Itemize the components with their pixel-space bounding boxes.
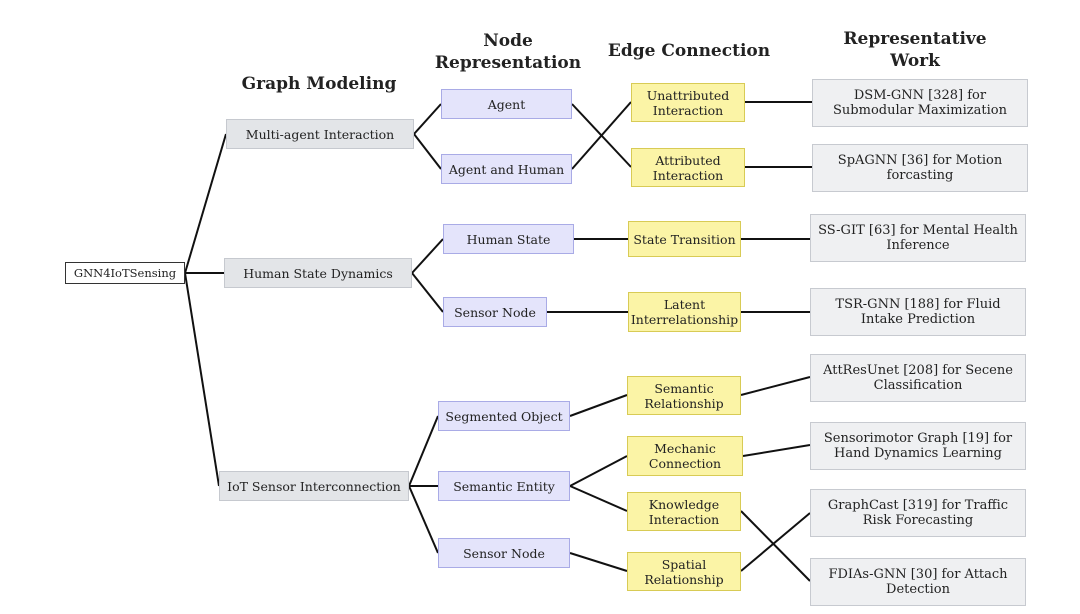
work-spagnn: SpAGNN [36] for Motion forcasting bbox=[812, 144, 1028, 192]
edge-unattributed-interaction: Unattributed Interaction bbox=[631, 83, 745, 122]
connector bbox=[184, 272, 220, 487]
connector bbox=[571, 101, 632, 170]
connector bbox=[408, 415, 439, 487]
connector bbox=[411, 272, 444, 313]
node-agent: Agent bbox=[441, 89, 572, 119]
connector bbox=[569, 485, 628, 512]
connector bbox=[740, 376, 811, 396]
connector bbox=[413, 133, 442, 170]
work-tsr-gnn: TSR-GNN [188] for Fluid Intake Predictio… bbox=[810, 288, 1026, 336]
node-semantic-entity: Semantic Entity bbox=[438, 471, 570, 501]
edge-spatial-relationship: Spatial Relationship bbox=[627, 552, 741, 591]
node-segmented-object: Segmented Object bbox=[438, 401, 570, 431]
graph-modeling-iot-sensor: IoT Sensor Interconnection bbox=[219, 471, 409, 501]
header-node-representation: Node Representation bbox=[434, 31, 582, 73]
node-sensor-node: Sensor Node bbox=[443, 297, 547, 327]
node-human-state: Human State bbox=[443, 224, 574, 254]
work-sensorimotor-graph: Sensorimotor Graph [19] for Hand Dynamic… bbox=[810, 422, 1026, 470]
graph-modeling-multi-agent: Multi-agent Interaction bbox=[226, 119, 414, 149]
connector bbox=[740, 510, 811, 582]
connector bbox=[742, 444, 811, 457]
header-representative-work: Representative Work bbox=[843, 29, 987, 71]
connector bbox=[569, 455, 628, 487]
work-ss-git: SS-GIT [63] for Mental Health Inference bbox=[810, 214, 1026, 262]
connector bbox=[413, 103, 442, 135]
connector bbox=[569, 394, 628, 417]
edge-semantic-relationship: Semantic Relationship bbox=[627, 376, 741, 415]
edge-knowledge-interaction: Knowledge Interaction bbox=[627, 492, 741, 531]
connector bbox=[408, 485, 439, 554]
edge-state-transition: State Transition bbox=[628, 221, 741, 257]
node-agent-and-human: Agent and Human bbox=[441, 154, 572, 184]
work-attresunet: AttResUnet [208] for Secene Classificati… bbox=[810, 354, 1026, 402]
work-dsm-gnn: DSM-GNN [328] for Submodular Maximizatio… bbox=[812, 79, 1028, 127]
header-graph-modeling: Graph Modeling bbox=[241, 74, 397, 94]
connector bbox=[569, 552, 628, 572]
edge-mechanic-connection: Mechanic Connection bbox=[627, 436, 743, 476]
connector bbox=[184, 133, 227, 274]
connector bbox=[411, 238, 444, 274]
node-sensor-node-iot: Sensor Node bbox=[438, 538, 570, 568]
edge-latent-interrelationship: Latent Interrelationship bbox=[628, 292, 741, 332]
work-fdias-gnn: FDIAs-GNN [30] for Attach Detection bbox=[810, 558, 1026, 606]
root-node: GNN4IoTSensing bbox=[65, 262, 185, 284]
graph-modeling-human-state: Human State Dynamics bbox=[224, 258, 412, 288]
work-graphcast: GraphCast [319] for Traffic Risk Forecas… bbox=[810, 489, 1026, 537]
connector bbox=[740, 512, 811, 572]
header-edge-connection: Edge Connection bbox=[607, 41, 771, 61]
edge-attributed-interaction: Attributed Interaction bbox=[631, 148, 745, 187]
